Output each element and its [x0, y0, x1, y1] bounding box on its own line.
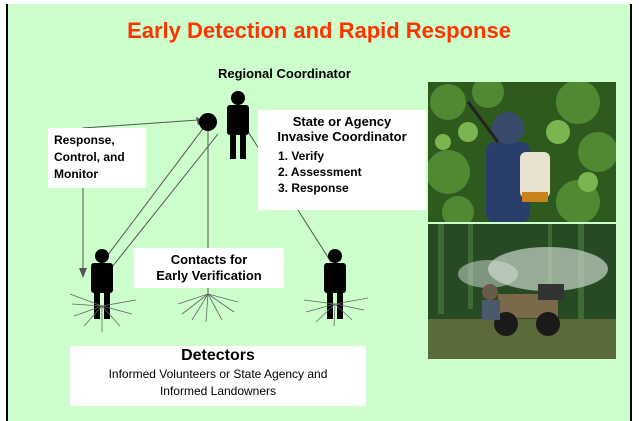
- slide-title: Early Detection and Rapid Response: [127, 18, 511, 43]
- state-coordinator-line2: Invasive Coordinator: [277, 129, 407, 144]
- contacts-box: Contacts for Early Verification: [134, 248, 284, 288]
- response-box: Response, Control, and Monitor: [48, 128, 146, 188]
- line-hub-to-left-detector-2: [107, 133, 219, 273]
- step-response: 3. Response: [278, 181, 349, 195]
- arrowhead-left: [79, 268, 87, 278]
- response-line2: Control, and: [54, 150, 125, 164]
- person-icon-regional: [227, 91, 249, 159]
- response-line1: Response,: [54, 133, 115, 147]
- network-diagram: [69, 91, 369, 332]
- hub-dot: [199, 113, 217, 131]
- starburst-left: [69, 293, 137, 332]
- starburst-right: [303, 297, 369, 327]
- regional-coordinator-label: Regional Coordinator: [218, 66, 351, 81]
- detectors-line2: Informed Landowners: [159, 384, 277, 398]
- starburst-center: [177, 293, 239, 323]
- step-assessment: 2. Assessment: [278, 165, 362, 179]
- line-hub-to-left-detector: [94, 121, 209, 273]
- step-verify: 1. Verify: [278, 149, 325, 163]
- detectors-line1: Informed Volunteers or State Agency and: [108, 367, 328, 381]
- state-coordinator-box: State or Agency Invasive Coordinator 1. …: [258, 110, 426, 210]
- contacts-line1: Contacts for: [170, 252, 248, 267]
- detectors-heading: Detectors: [181, 347, 255, 364]
- photo-backpack-sprayer: [428, 82, 616, 222]
- response-line3: Monitor: [54, 167, 98, 181]
- detectors-box: Detectors Informed Volunteers or State A…: [70, 346, 366, 406]
- contacts-line2: Early Verification: [156, 268, 262, 283]
- slide: Early Detection and Rapid Response: [6, 4, 632, 421]
- coordinator-steps: 1. Verify 2. Assessment 3. Response: [264, 148, 420, 196]
- photo-atv-sprayer: [428, 224, 616, 359]
- state-coordinator-line1: State or Agency: [292, 114, 392, 129]
